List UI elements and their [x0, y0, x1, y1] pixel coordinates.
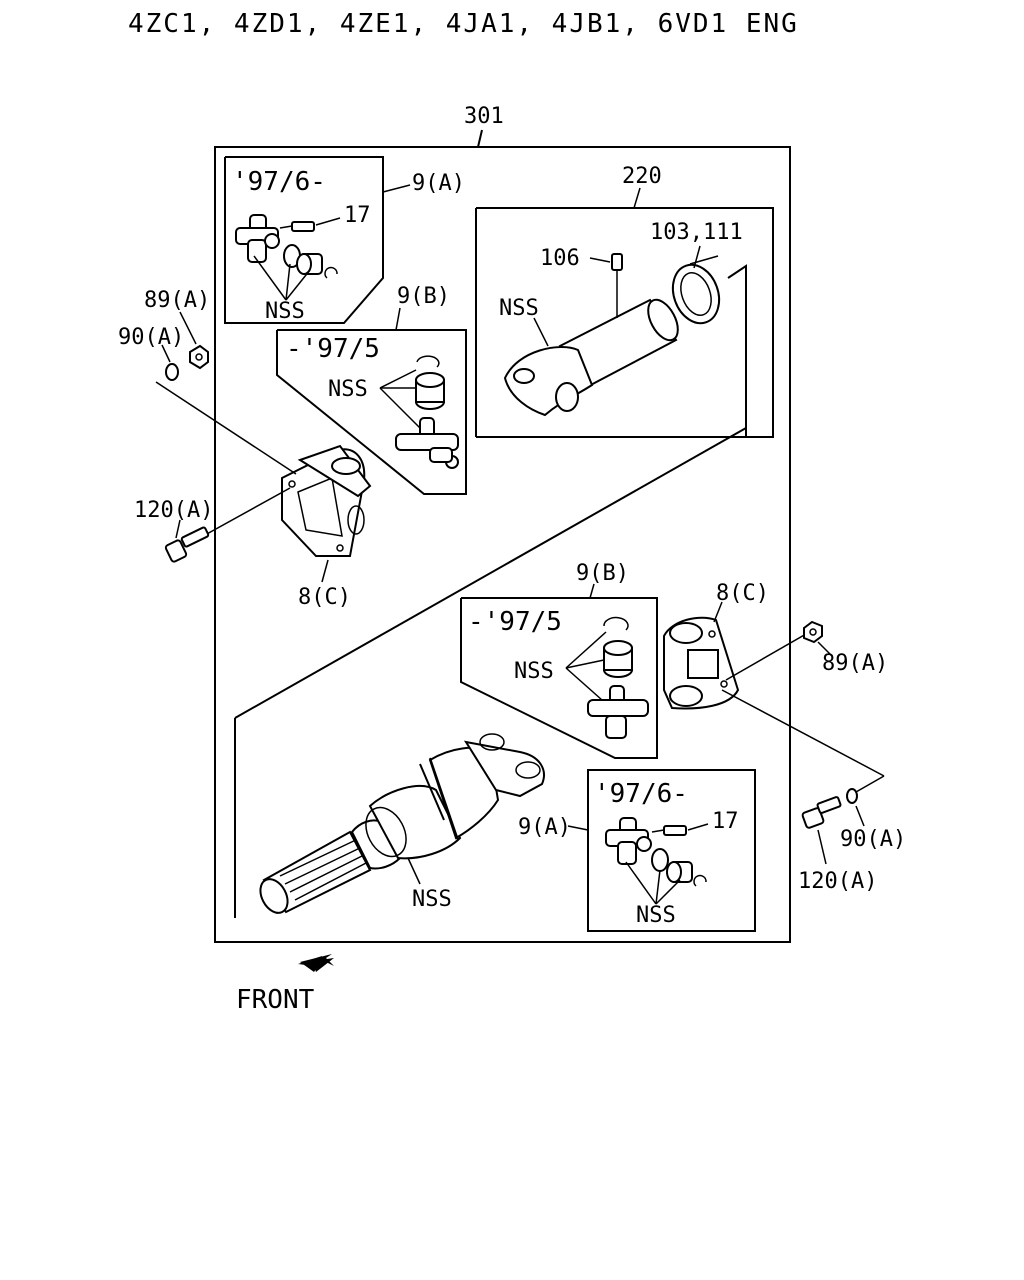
label-89a-right: 89(A) — [822, 651, 888, 676]
washer-90a-left — [165, 363, 179, 381]
nss-label-bottom-b: NSS — [514, 659, 554, 684]
label-9b-bottom: 9(B) — [576, 561, 629, 586]
universal-joint-cross-bottom — [605, 817, 652, 865]
nss-label-top-a: NSS — [265, 299, 305, 324]
nss-label-slip: NSS — [412, 887, 452, 912]
grease-fitting-17-top — [279, 221, 315, 232]
nss-label-shaft: NSS — [499, 296, 539, 321]
label-9b-top: 9(B) — [397, 284, 450, 309]
snap-ring-top — [324, 266, 338, 279]
bearing-cup-bottom — [666, 861, 693, 883]
diagram-title: 4ZC1, 4ZD1, 4ZE1, 4JA1, 4JB1, 6VD1 ENG — [128, 9, 799, 39]
label-9a-top: 9(A) — [412, 171, 465, 196]
universal-joint-cross-9b-top — [395, 417, 459, 469]
bearing-cup-top — [296, 253, 323, 275]
nss-label-top-b: NSS — [328, 377, 368, 402]
kit-box-9a-bottom: '97/6- 17 NSS — [587, 769, 756, 932]
date-label-9b-top: -'97/5 — [286, 334, 380, 364]
flange-yoke-8c-left — [281, 444, 372, 557]
nut-89a-right — [803, 620, 823, 644]
assembly-frame — [214, 146, 791, 943]
date-label-9a-bottom: '97/6- — [594, 779, 688, 809]
universal-joint-cross-9b-bottom — [587, 685, 649, 739]
bolt-120a-right — [801, 796, 842, 829]
date-label-9b-bottom: -'97/5 — [468, 607, 562, 637]
snap-ring-9b-bottom — [603, 616, 629, 631]
label-9a-bottom: 9(A) — [518, 815, 571, 840]
label-120a-right: 120(A) — [798, 869, 877, 894]
propeller-tube-yoke — [503, 298, 679, 417]
kit-box-9b-top: -'97/5 NSS — [276, 329, 467, 495]
bearing-cup-9b-bottom — [603, 640, 633, 678]
front-direction-arrow-icon — [298, 954, 334, 972]
label-17-top: 17 — [344, 203, 371, 228]
seal-ring-bottom — [651, 848, 669, 872]
nss-label-bottom-a: NSS — [636, 903, 676, 928]
label-90a-right: 90(A) — [840, 827, 906, 852]
label-assembly-301: 301 — [464, 104, 504, 129]
kit-box-9a-top: '97/6- 17 NSS — [224, 156, 384, 324]
date-label-9a-top: '97/6- — [232, 167, 326, 197]
center-bearing-103-111 — [671, 255, 721, 325]
slip-yoke-spline — [259, 733, 545, 914]
nut-89a-left — [189, 344, 209, 370]
snap-ring-bottom — [693, 874, 707, 887]
snap-ring-9b-top — [416, 355, 440, 368]
grease-nipple-106 — [611, 253, 623, 318]
flange-yoke-8c-right — [663, 616, 740, 710]
shaft-assembly-220-box: 220 103,111 106 NSS — [475, 164, 774, 438]
label-8c-right: 8(C) — [716, 581, 769, 606]
grease-fitting-17-bottom — [651, 825, 687, 836]
label-8c-left: 8(C) — [298, 585, 351, 610]
bearing-cup-9b-top — [415, 372, 445, 410]
label-103-111: 103,111 — [650, 220, 743, 245]
label-17-bottom: 17 — [712, 809, 739, 834]
front-label: FRONT — [236, 985, 315, 1015]
bolt-120a-left — [164, 526, 210, 563]
universal-joint-cross-top — [235, 214, 280, 263]
label-89a-left: 89(A) — [144, 288, 210, 313]
kit-box-9b-bottom: -'97/5 NSS — [460, 597, 658, 759]
label-106: 106 — [540, 246, 580, 271]
label-90a-left: 90(A) — [118, 325, 184, 350]
label-220: 220 — [622, 164, 662, 189]
label-120a-left: 120(A) — [134, 498, 213, 523]
washer-90a-right — [846, 788, 858, 804]
